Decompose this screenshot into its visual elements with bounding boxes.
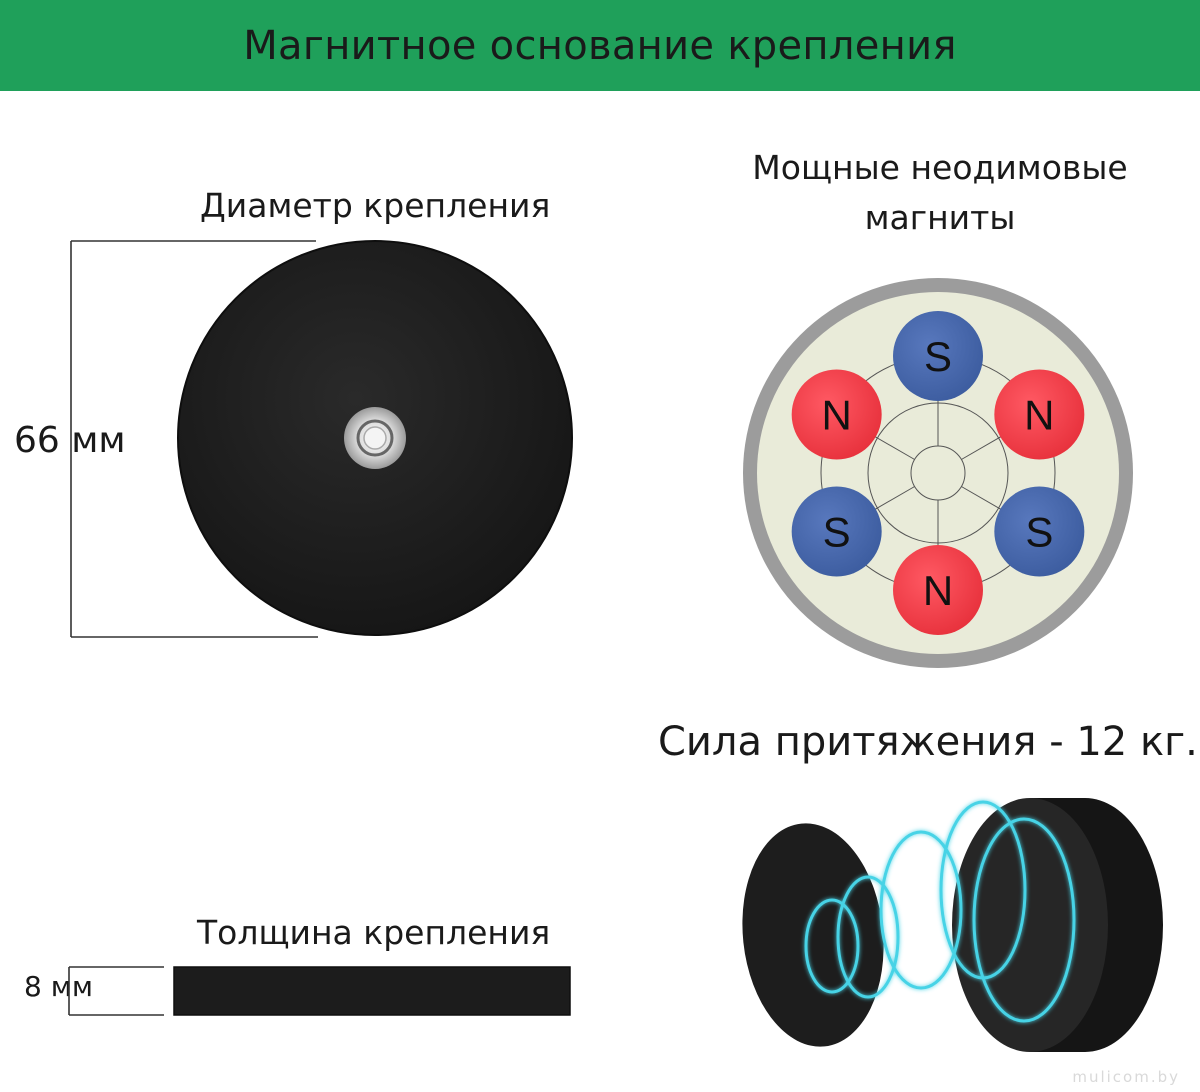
right-disk [952,798,1163,1052]
pole-label: S [823,509,851,556]
attraction-illustration [742,798,1163,1052]
pole-label: N [822,392,852,439]
page-title: Магнитное основание крепления [243,22,957,69]
pole-label: S [924,333,952,380]
thickness-value: 8 мм [24,970,93,1003]
header-banner: Магнитное основание крепления [0,0,1200,91]
pole-label: N [1024,392,1054,439]
magnetic-field-ring [804,898,860,994]
magnetic-field-ring [879,830,963,990]
pole-label: N [923,567,953,614]
magnetic-field-ring [972,817,1076,1023]
pole-label: S [1025,509,1053,556]
north-pole-magnet: N [994,369,1085,460]
south-pole-magnet: S [994,486,1085,577]
south-pole-magnet: S [893,311,983,401]
mount-disk-top-view [177,240,573,636]
watermark: mulicom.by [1072,1068,1180,1086]
magnets-caption-line2: магниты [864,198,1016,237]
thickness-bracket [68,966,164,1016]
diameter-value: 66 мм [14,420,126,461]
magnetic-field-ring [836,875,900,999]
left-disk [742,823,884,1047]
north-pole-magnet: N [791,369,882,460]
diameter-bracket [70,240,318,638]
force-caption: Сила притяжения - 12 кг. [658,719,1198,765]
south-pole-magnet: S [791,486,882,577]
mount-disk-side-view [173,966,571,1016]
thickness-caption: Толщина крепления [197,913,551,952]
north-pole-magnet: N [893,545,983,635]
diameter-caption: Диаметр крепления [200,186,551,225]
magnets-caption-line1: Мощные неодимовые [752,148,1128,187]
magnet-layout-diagram: S N S N S N [743,278,1133,668]
